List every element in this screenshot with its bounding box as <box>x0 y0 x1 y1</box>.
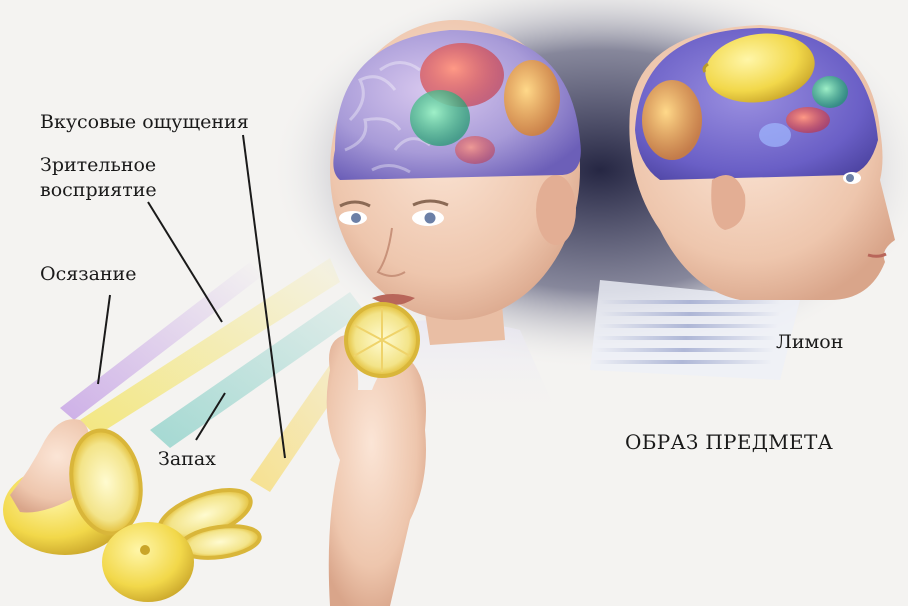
left-ear <box>536 175 576 245</box>
lemons-group <box>3 419 262 602</box>
left-orange-area <box>504 60 560 136</box>
lemon-label: Лимон <box>776 330 843 354</box>
vision-label-line1: Зрительное <box>40 153 156 177</box>
left-green-area <box>410 90 470 146</box>
taste-label: Вкусовые ощущения <box>40 110 249 134</box>
touch-pointer <box>98 295 110 384</box>
vision-label-line2: восприятие <box>40 178 157 202</box>
right-iris <box>846 174 854 182</box>
whole-lemon-2 <box>102 522 194 602</box>
hand-with-slice <box>327 304 426 606</box>
left-lower-red-area <box>455 136 495 164</box>
object-image-title: ОБРАЗ ПРЕДМЕТА <box>625 430 833 454</box>
lemon-tip <box>140 545 150 555</box>
right-red-area <box>786 107 830 133</box>
right-green-area <box>812 76 848 108</box>
right-orange-area <box>642 80 702 160</box>
smell-label: Запах <box>158 447 216 471</box>
right-blue-area <box>759 123 791 147</box>
vision-pointer <box>148 202 222 322</box>
touch-label: Осязание <box>40 262 136 286</box>
